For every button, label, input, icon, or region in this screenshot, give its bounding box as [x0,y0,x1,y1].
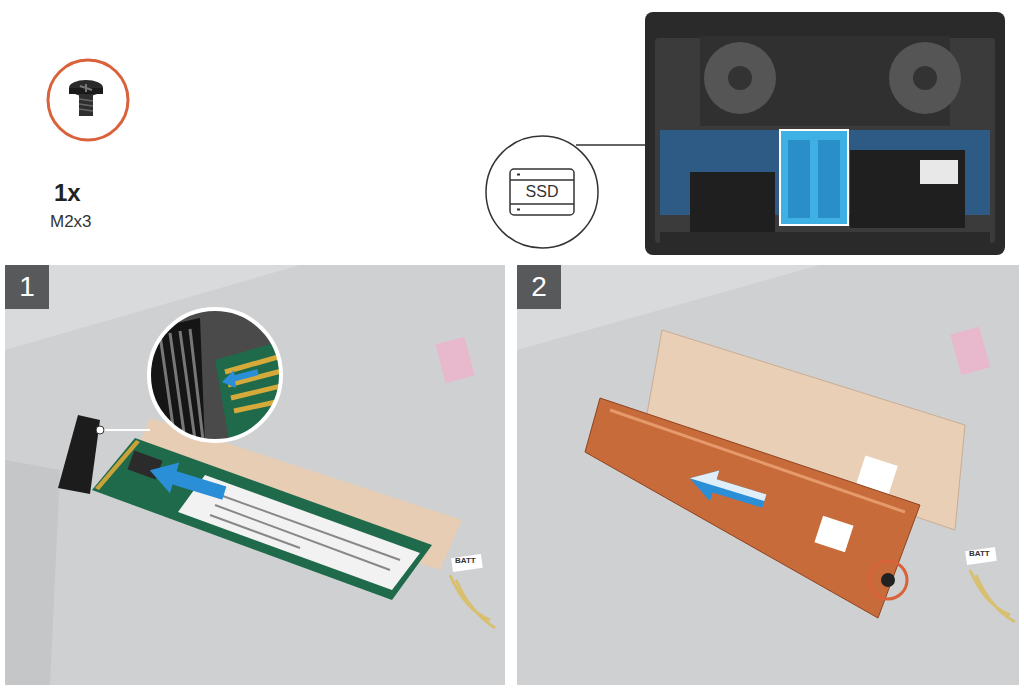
step-number: 2 [517,265,561,309]
shield-highlight [610,410,905,512]
screw-icon [48,60,128,140]
screw-thread [79,94,93,116]
magnifier-ground [145,305,285,445]
ssd-slot [818,140,840,218]
fan [889,42,961,114]
board-shape [5,460,60,685]
install-arrow [690,463,769,501]
cable-tag: BATT [969,550,990,559]
screw-size: M2x3 [50,213,92,232]
batt-tag [965,547,997,565]
magnifier-point [96,426,104,434]
copper-shield [585,398,920,618]
callout-circle [486,136,598,248]
drive-icon [517,175,520,210]
laptop-base [645,12,1005,255]
board-shape [517,265,1019,685]
step-number: 1 [19,273,35,301]
step-number: 1 [5,265,49,309]
install-arrow [685,463,769,516]
fan-hub [728,66,752,90]
callout-text: SSD [526,184,559,200]
ssd-card [92,438,432,600]
screw-thread [79,99,93,111]
screw-count: 1x [54,180,81,206]
screw-head [69,80,103,96]
battery [690,172,775,234]
screw-circle [48,60,128,140]
magnifier-ring [149,309,281,441]
shield-label [814,516,853,553]
insert-arrow [145,455,229,508]
screw [881,573,895,587]
battery [850,150,965,228]
battery-cable [970,570,1015,622]
screw-slot [80,84,92,92]
connector-pins [160,329,203,440]
step-panel [517,265,1019,685]
battery-cable [450,575,495,628]
sticker-print [210,495,400,570]
laptop-edge [660,232,990,246]
zoom-arrow [222,370,236,388]
drive-icon [510,169,574,215]
board-shape [5,265,505,685]
ssd-highlight [780,130,848,225]
ssd-slot [788,140,810,218]
m2-connector [58,415,100,494]
install-arrow [685,463,769,516]
fan-hub [913,66,937,90]
step-panel [5,265,505,685]
insert-arrow [145,455,229,508]
laptop-bottom [645,12,1005,255]
cable-tag: BATT [455,557,476,566]
panel-ground [5,265,505,685]
magnifier [145,305,285,445]
batt-tag [451,554,483,572]
battery-label [920,160,958,184]
step-number: 2 [531,273,547,301]
sticker [435,337,474,383]
drive-icon [510,180,574,204]
sticker [950,327,990,375]
magnifier-leader [102,429,150,431]
fan [704,42,776,114]
panel-ground [517,265,1019,685]
ssd-callout: SSD [484,134,600,250]
screw-highlight [869,561,907,599]
